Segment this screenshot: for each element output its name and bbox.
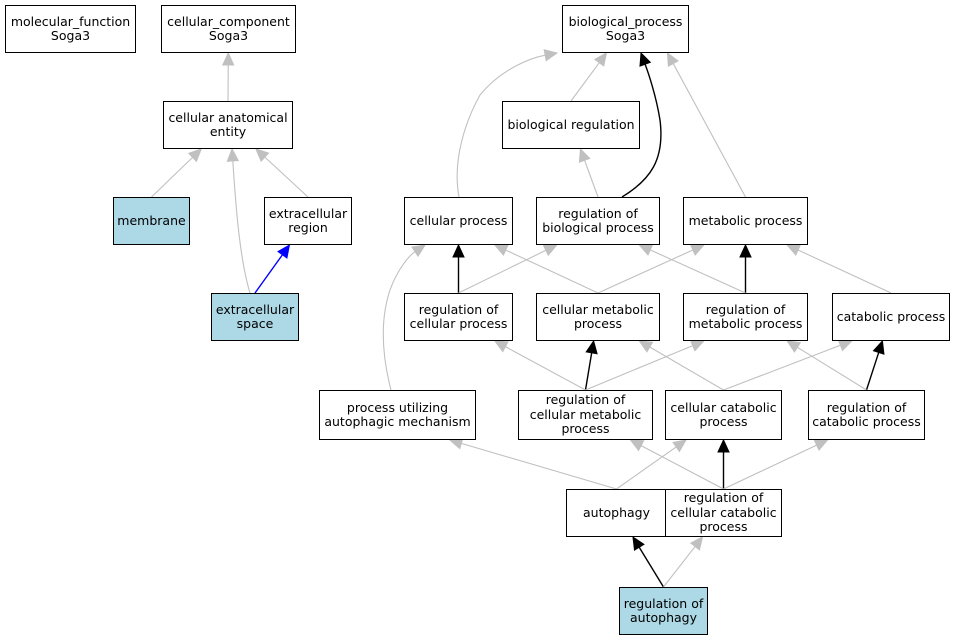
edge-regulation-of-biological-process-to-biological-process — [621, 64, 662, 198]
edge-autophagy-to-process-utilizing-autophagic-mechanism — [461, 442, 617, 490]
arrowhead-regulation-of-catabolic-process-to-regulation-of-metabolic-process — [786, 340, 802, 353]
node-membrane[interactable]: membrane — [113, 197, 190, 245]
node-regulation-of-cellular-metabolic-process[interactable]: regulation of cellular metabolic process — [518, 390, 653, 440]
arrowhead-regulation-of-metabolic-process-to-regulation-of-biological-process — [638, 244, 654, 256]
arrowhead-regulation-of-cellular-process-to-regulation-of-biological-process — [542, 244, 558, 257]
edge-regulation-of-metabolic-process-to-regulation-of-biological-process — [650, 249, 746, 294]
edge-cellular-catabolic-process-to-catabolic-process — [723, 344, 841, 391]
edge-regulation-of-catabolic-process-to-catabolic-process — [865, 352, 880, 391]
arrowhead-extracellular-space-to-cellular-anatomical-entity — [226, 147, 240, 162]
arrowhead-regulation-of-biological-process-to-biological-process — [639, 51, 652, 67]
edge-regulation-of-cellular-metabolic-process-to-regulation-of-cellular-process — [505, 346, 586, 391]
arrowhead-extracellular-space-to-extracellular-region — [277, 244, 291, 259]
arrowhead-biological-regulation-to-biological-process — [593, 52, 608, 67]
edge-regulation-of-autophagy-to-regulation-of-cellular-catabolic-process — [663, 546, 696, 588]
arrowhead-cellular-catabolic-process-to-cellular-metabolic-process — [638, 340, 654, 353]
node-biological-process[interactable]: biological_process Soga3 — [562, 5, 689, 53]
node-cellular-anatomical-entity[interactable]: cellular anatomical entity — [163, 101, 293, 149]
edge-autophagy-to-cellular-catabolic-process — [616, 446, 677, 490]
arrowhead-membrane-to-cellular-anatomical-entity — [187, 148, 203, 163]
edge-regulation-of-cellular-catabolic-process-to-regulation-of-catabolic-process — [723, 444, 817, 490]
edge-regulation-of-biological-process-to-biological-regulation — [584, 160, 599, 198]
edge-regulation-of-cellular-metabolic-process-to-regulation-of-metabolic-process — [585, 345, 693, 391]
edge-cellular-metabolic-process-to-metabolic-process — [597, 249, 694, 294]
arrowhead-extracellular-region-to-cellular-anatomical-entity — [255, 148, 270, 163]
edge-process-utilizing-autophagic-mechanism-to-cellular-process — [382, 251, 416, 391]
arrowhead-regulation-of-cellular-catabolic-process-to-cellular-catabolic-process — [717, 438, 730, 453]
node-molecular-function[interactable]: molecular_function Soga3 — [5, 5, 136, 53]
edge-regulation-of-cellular-process-to-regulation-of-biological-process — [458, 249, 547, 294]
node-autophagy[interactable]: autophagy — [566, 489, 667, 537]
edge-regulation-of-cellular-catabolic-process-to-regulation-of-cellular-metabolic-process — [640, 445, 724, 490]
arrowhead-regulation-of-autophagy-to-autophagy — [632, 535, 645, 551]
node-cellular-catabolic-process[interactable]: cellular catabolic process — [665, 390, 782, 440]
edge-catabolic-process-to-metabolic-process — [797, 249, 892, 294]
node-extracellular-region[interactable]: extracellular region — [264, 197, 352, 245]
edge-cellular-catabolic-process-to-cellular-metabolic-process — [649, 346, 724, 391]
node-extracellular-space[interactable]: extracellular space — [211, 293, 299, 341]
arrowhead-regulation-of-cellular-metabolic-process-to-cellular-metabolic-process — [585, 339, 598, 355]
arrowhead-regulation-of-autophagy-to-regulation-of-cellular-catabolic-process — [689, 536, 704, 551]
arrowhead-regulation-of-cellular-metabolic-process-to-regulation-of-cellular-process — [493, 340, 509, 353]
arrowhead-metabolic-process-to-biological-process — [666, 51, 679, 67]
edge-cellular-metabolic-process-to-cellular-process — [505, 249, 599, 294]
node-regulation-of-cellular-catabolic-process[interactable]: regulation of cellular catabolic process — [665, 489, 782, 537]
node-metabolic-process[interactable]: metabolic process — [683, 197, 808, 245]
arrowhead-regulation-of-biological-process-to-biological-regulation — [578, 147, 591, 163]
arrowhead-regulation-of-metabolic-process-to-metabolic-process — [739, 243, 752, 258]
node-cellular-process[interactable]: cellular process — [404, 197, 513, 245]
arrowhead-cellular-anatomical-entity-to-cellular-component — [221, 51, 235, 66]
edge-biological-regulation-to-biological-process — [570, 62, 600, 102]
node-cellular-metabolic-process[interactable]: cellular metabolic process — [536, 293, 660, 341]
arrowhead-regulation-of-cellular-catabolic-process-to-regulation-of-cellular-metabolic-process — [629, 439, 645, 452]
node-process-utilizing-autophagic-mechanism[interactable]: process utilizing autophagic mechanism — [319, 390, 476, 440]
arrowhead-regulation-of-cellular-process-to-cellular-process — [452, 243, 465, 258]
arrowhead-regulation-of-cellular-catabolic-process-to-regulation-of-catabolic-process — [813, 439, 829, 452]
node-catabolic-process[interactable]: catabolic process — [832, 293, 950, 341]
arrowhead-catabolic-process-to-metabolic-process — [786, 244, 802, 256]
node-regulation-of-metabolic-process[interactable]: regulation of metabolic process — [683, 293, 808, 341]
arrowhead-regulation-of-catabolic-process-to-catabolic-process — [872, 339, 885, 355]
edge-extracellular-region-to-cellular-anatomical-entity — [264, 156, 309, 198]
edge-cellular-process-to-biological-process — [456, 54, 546, 198]
edge-regulation-of-catabolic-process-to-regulation-of-metabolic-process — [797, 346, 867, 391]
node-cellular-component[interactable]: cellular_component Soga3 — [161, 5, 296, 53]
arrowhead-cellular-metabolic-process-to-metabolic-process — [689, 244, 705, 256]
arrowhead-cellular-process-to-biological-process — [543, 49, 559, 62]
node-biological-regulation[interactable]: biological regulation — [502, 101, 640, 149]
node-regulation-of-biological-process[interactable]: regulation of biological process — [536, 197, 660, 245]
edge-membrane-to-cellular-anatomical-entity — [151, 156, 193, 198]
edge-regulation-of-autophagy-to-autophagy — [638, 546, 665, 588]
node-regulation-of-autophagy[interactable]: regulation of autophagy — [619, 587, 708, 635]
edge-extracellular-space-to-cellular-anatomical-entity — [232, 160, 251, 294]
arrowhead-cellular-metabolic-process-to-cellular-process — [493, 244, 509, 256]
node-regulation-of-catabolic-process[interactable]: regulation of catabolic process — [808, 390, 925, 440]
arrowhead-regulation-of-cellular-metabolic-process-to-regulation-of-metabolic-process — [689, 339, 705, 352]
arrowhead-process-utilizing-autophagic-mechanism-to-cellular-process — [411, 244, 426, 258]
edge-extracellular-space-to-extracellular-region — [254, 254, 284, 294]
edge-regulation-of-cellular-metabolic-process-to-cellular-metabolic-process — [584, 352, 593, 391]
edge-metabolic-process-to-biological-process — [672, 63, 746, 198]
node-regulation-of-cellular-process[interactable]: regulation of cellular process — [404, 293, 513, 341]
arrowhead-cellular-catabolic-process-to-catabolic-process — [837, 339, 853, 352]
arrowhead-autophagy-to-cellular-catabolic-process — [672, 439, 688, 453]
